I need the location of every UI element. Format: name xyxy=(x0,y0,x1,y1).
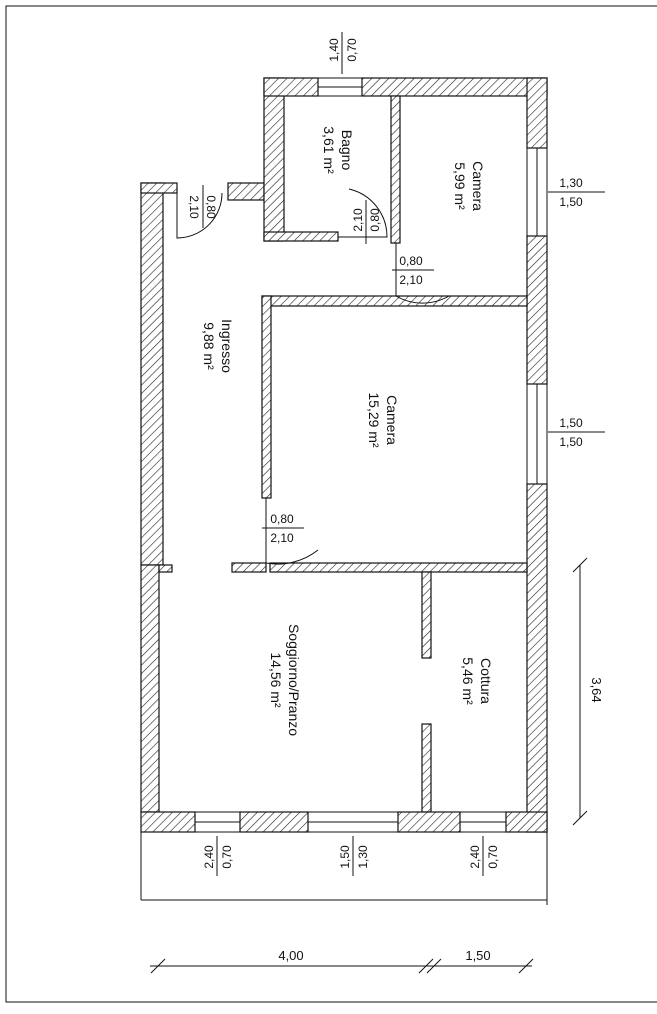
wall-bottom-1 xyxy=(140,811,196,833)
bagno-door-width: 0,80 xyxy=(368,208,382,232)
wall-bagno-bottom xyxy=(263,231,339,242)
wall-bottom-2 xyxy=(239,811,309,833)
wall-camera-bottom-a xyxy=(231,562,267,573)
page-frame xyxy=(5,5,657,1003)
entry-door-height: 2,10 xyxy=(187,195,201,219)
wall-top-left xyxy=(263,77,319,97)
bottom-window-left-height: 2,40 xyxy=(202,845,216,869)
wall-ingresso-top-right xyxy=(227,182,265,201)
bottom-window-center-height: 1,50 xyxy=(338,845,352,869)
wall-cottura-lower xyxy=(421,723,432,813)
label-entry-door: 0,80 2,10 xyxy=(187,195,218,219)
room-area-cottura: 5,46 m² xyxy=(460,657,476,705)
entry-door-width: 0,80 xyxy=(204,195,218,219)
wall-camera-sep xyxy=(261,295,528,307)
bottom-window-right-height: 2,40 xyxy=(468,845,482,869)
room-area-camera-large: 15,29 m² xyxy=(366,392,382,448)
wall-right-3 xyxy=(526,483,548,833)
right-window-lower-width: 1,50 xyxy=(559,416,583,430)
label-bagno-door: 0,80 2,10 xyxy=(351,208,382,232)
label-top-window: 0,70 1,40 xyxy=(327,38,359,62)
right-window-lower-height: 1,50 xyxy=(559,435,583,449)
right-window-upper-width: 1,30 xyxy=(559,176,583,190)
room-name-soggiorno: Soggiorno/Pranzo xyxy=(286,624,302,736)
top-window-height: 1,40 xyxy=(327,38,341,62)
right-window-upper-height: 1,50 xyxy=(559,195,583,209)
wall-left-stub xyxy=(158,564,173,573)
windows xyxy=(195,77,548,833)
width-side-value: 1,50 xyxy=(465,948,490,963)
room-name-cottura: Cottura xyxy=(478,658,494,704)
room-name-bagno: Bagno xyxy=(339,130,355,171)
width-main-value: 4,00 xyxy=(278,948,303,963)
wall-top-right xyxy=(361,77,548,97)
camera-large-door-height: 2,10 xyxy=(270,531,294,545)
bottom-window-right-width: 0,70 xyxy=(486,845,500,869)
wall-bottom-3 xyxy=(397,811,461,833)
room-ingresso-label: Ingresso 9,88 m² xyxy=(201,319,235,373)
room-camera-large-label: Camera 15,29 m² xyxy=(366,392,400,448)
wall-left-upper xyxy=(140,182,164,566)
height-cottura-value: 3,64 xyxy=(589,677,604,702)
bottom-window-left-width: 0,70 xyxy=(220,845,234,869)
wall-cottura-upper xyxy=(421,571,432,659)
wall-ingresso-top xyxy=(140,182,178,194)
camera-large-door-width: 0,80 xyxy=(270,512,294,526)
label-height-cottura: 3,64 xyxy=(589,677,604,702)
wall-right-2 xyxy=(526,235,548,385)
label-bottom-window-right: 0,70 2,40 xyxy=(468,845,500,869)
wall-camera-left xyxy=(261,295,272,499)
wall-bagno-camera xyxy=(390,95,401,244)
camera-small-door-width: 0,80 xyxy=(399,254,423,268)
wall-bottom-4 xyxy=(505,811,548,833)
room-name-camera-large: Camera xyxy=(384,395,400,445)
room-area-soggiorno: 14,56 m² xyxy=(268,652,284,708)
label-bottom-window-left: 0,70 2,40 xyxy=(202,845,234,869)
room-soggiorno-label: Soggiorno/Pranzo 14,56 m² xyxy=(268,624,302,736)
label-bottom-window-center: 1,30 1,50 xyxy=(338,845,370,869)
wall-bagno-left xyxy=(263,77,285,242)
top-window-width: 0,70 xyxy=(345,38,359,62)
wall-left-lower xyxy=(140,564,160,813)
room-name-ingresso: Ingresso xyxy=(219,319,235,373)
room-area-bagno: 3,61 m² xyxy=(321,126,337,174)
bottom-window-center-width: 1,30 xyxy=(356,845,370,869)
dimension-lines xyxy=(140,32,605,974)
room-name-camera-small: Camera xyxy=(470,161,486,211)
bagno-door-height: 2,10 xyxy=(351,208,365,232)
walls xyxy=(140,77,548,833)
wall-camera-bottom-b xyxy=(269,562,528,573)
room-camera-small-label: Camera 5,99 m² xyxy=(452,161,486,211)
room-area-camera-small: 5,99 m² xyxy=(452,162,468,210)
camera-small-door-height: 2,10 xyxy=(399,273,423,287)
wall-right-1 xyxy=(526,77,548,149)
room-cottura-label: Cottura 5,46 m² xyxy=(460,657,494,705)
room-area-ingresso: 9,88 m² xyxy=(201,322,217,370)
doors xyxy=(176,188,450,565)
room-bagno-label: Bagno 3,61 m² xyxy=(321,126,355,174)
